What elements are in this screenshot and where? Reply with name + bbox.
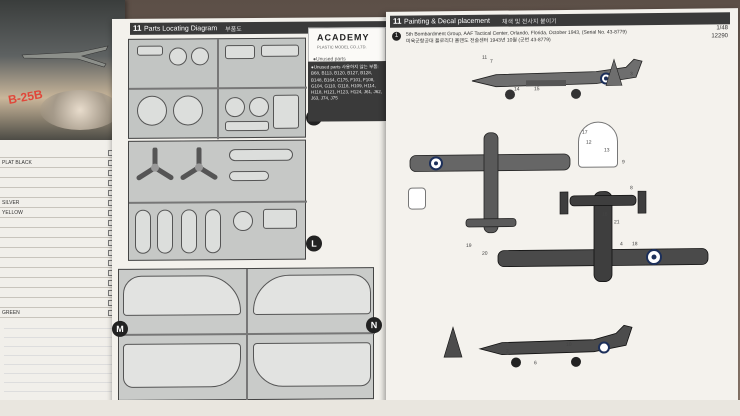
table-paper-edge xyxy=(0,400,740,416)
color-name: GREEN xyxy=(2,309,20,316)
sprue-k xyxy=(128,37,307,140)
detail-callout-bubble xyxy=(578,121,618,168)
color-row xyxy=(0,258,118,268)
sprue-badge-l: L xyxy=(306,235,322,252)
color-row xyxy=(0,148,118,158)
academy-logo: ACADEMY xyxy=(317,32,370,43)
color-row xyxy=(0,228,118,238)
sprue-m-n-wings xyxy=(118,267,375,402)
section-number: 11 xyxy=(133,23,142,33)
scale-info: 1/48 12290 xyxy=(711,24,728,40)
sprue-badge-m: M xyxy=(112,320,128,337)
decal-callout-number: 2 xyxy=(506,348,509,355)
color-row xyxy=(0,188,118,198)
tail-front-view-2 xyxy=(443,326,463,358)
decal-callout-number: 4 xyxy=(620,241,623,248)
sprue-badge-n: N xyxy=(366,317,382,334)
plane-top-view xyxy=(409,132,571,234)
academy-logo-sub: PLASTIC MODEL CO.,LTD. xyxy=(317,44,367,50)
scheme-number-icon: 1 xyxy=(392,31,401,41)
painting-header-korean: 채색 및 전사지 붙이기 xyxy=(502,18,557,26)
color-row xyxy=(0,168,118,178)
box-art-image: B-25B xyxy=(0,0,125,140)
decal-callout-number: 16 xyxy=(602,211,608,218)
scale-text: 1/48 xyxy=(716,25,728,32)
color-row: YELLOW xyxy=(0,208,118,218)
decal-callout-number: 17 xyxy=(582,129,588,136)
plane-side-view-bottom xyxy=(478,324,633,368)
color-name: SILVER xyxy=(2,199,20,206)
kit-number: 12290 xyxy=(711,33,728,40)
painting-header: 11 Painting & Decal placement 채색 및 전사지 붙… xyxy=(390,12,730,28)
box-art-plane xyxy=(21,45,109,68)
decal-callout-number: 20 xyxy=(482,250,488,257)
tail-front-view xyxy=(605,58,623,86)
decal-callout-number: 7 xyxy=(490,58,493,65)
color-row xyxy=(0,278,118,288)
color-chart: PLAT BLACK SILVER YELLOW GREEN xyxy=(0,148,118,318)
decal-callout-number: 19 xyxy=(466,242,472,250)
color-row xyxy=(0,238,118,248)
painting-header-title: Painting & Decal placement xyxy=(404,17,490,26)
color-name: YELLOW xyxy=(2,209,23,216)
color-row xyxy=(0,268,118,278)
decal-callout-number: 9 xyxy=(622,159,625,166)
color-name: PLAT BLACK xyxy=(2,159,32,166)
color-row: GREEN xyxy=(0,308,118,318)
unused-parts-list: ●Unused parts 사용하지 않는 부품: B68, B113, B12… xyxy=(308,61,386,122)
sprue-l xyxy=(128,139,307,261)
smoke-cloud xyxy=(40,90,120,130)
decal-callout-number: 13 xyxy=(604,147,610,154)
left-instruction-sheet: B-25B PLAT BLACK SILVER YELLOW GREEN xyxy=(0,0,125,405)
color-row: SILVER xyxy=(0,198,118,208)
decal-callout-number: 10 xyxy=(566,341,572,348)
parts-header-title: Parts Locating Diagram xyxy=(144,24,218,33)
plane-side-view-top xyxy=(471,58,643,100)
plane-bottom-view xyxy=(497,190,709,282)
color-row xyxy=(0,288,118,298)
color-row xyxy=(0,248,118,258)
decal-callout-number: 12 xyxy=(586,139,592,146)
color-row xyxy=(0,218,118,228)
color-row: PLAT BLACK xyxy=(0,158,118,168)
decal-callout-number: 21 xyxy=(614,219,620,226)
section-number: 11 xyxy=(393,16,402,26)
detail-callout-small xyxy=(408,187,426,210)
painting-decal-sheet: 11 Painting & Decal placement 채색 및 전사지 붙… xyxy=(386,8,738,410)
decal-callout-number: 14 xyxy=(514,86,520,93)
box-title: B-25B xyxy=(7,87,44,107)
parts-header-korean: 부품도 xyxy=(225,26,242,33)
left-footer-notes xyxy=(4,322,114,394)
decal-callout-number: 18 xyxy=(632,241,638,248)
color-row xyxy=(0,298,118,308)
scheme-info: 1 5th Bombardment Group, AAF Tactical Ce… xyxy=(392,29,636,45)
propeller-part xyxy=(136,147,174,181)
decal-callout-number: 15 xyxy=(534,86,540,93)
propeller-part-2 xyxy=(180,147,218,180)
color-row xyxy=(0,178,118,188)
scheme-info-korean: 미육군항공대 플로리다 올랜도 전술센터 1943년 10월 (군번 43-87… xyxy=(406,37,551,45)
decal-callout-number: 6 xyxy=(534,360,537,367)
decal-callout-number: 8 xyxy=(630,185,633,192)
parts-diagram-sheet: 11 Parts Locating Diagram 부품도 xyxy=(112,17,400,413)
decal-callout-number: 11 xyxy=(482,54,488,61)
decal-callout-number: 3 xyxy=(630,71,633,78)
